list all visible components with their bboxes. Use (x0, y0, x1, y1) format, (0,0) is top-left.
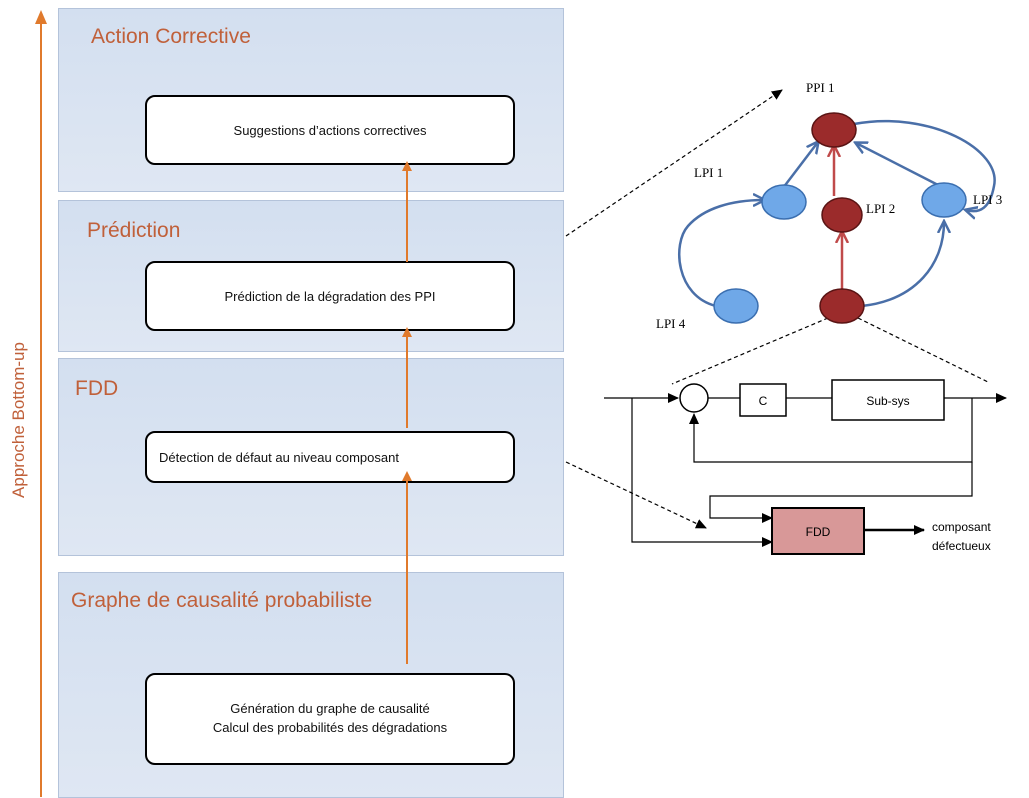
label-lpi3: LPI 3 (973, 192, 1002, 207)
label-lpi4: LPI 4 (656, 316, 686, 331)
subsystem-label: Sub-sys (866, 394, 909, 408)
step-text-graph-2: Calcul des probabilités des dégradations (212, 720, 448, 735)
fdd-output-label-2: défectueux (932, 539, 991, 553)
dashed-zoom-left (671, 317, 829, 385)
node-lpi1 (761, 184, 807, 220)
step-box-graph: Génération du graphe de causalité Calcul… (145, 673, 515, 765)
edge-bottom-lpi3 (861, 222, 944, 308)
node-lpi2 (821, 197, 863, 233)
dashed-link-prediction-ppi (565, 89, 783, 237)
edge-lpi4-lpi1 (678, 200, 764, 308)
layer-title-fdd: FDD (75, 377, 119, 400)
axis-arrowhead-icon (35, 10, 47, 24)
step-text-action: Suggestions d’actions correctives (233, 122, 427, 138)
label-ppi1: PPI 1 (806, 80, 835, 95)
step-box-prediction: Prédiction de la dégradation des PPI (145, 261, 515, 331)
edge-lpi3-ppi1 (856, 143, 941, 188)
fdd-block (771, 507, 865, 555)
step-text-fdd: Détection de défaut au niveau composant (159, 449, 399, 465)
controller-label: C (759, 394, 768, 408)
fdd-output-label-1: composant (932, 520, 991, 534)
label-lpi2: LPI 2 (866, 201, 895, 216)
layer-fdd: FDD Détection de défaut au niveau compos… (58, 358, 564, 556)
layer-title-action: Action Corrective (91, 25, 251, 48)
feedback-path (689, 398, 973, 463)
step-box-action: Suggestions d’actions correctives (145, 95, 515, 165)
controller-block (739, 383, 787, 417)
node-ppi1 (811, 112, 857, 148)
summing-junction (679, 383, 709, 413)
output-to-fdd (709, 462, 973, 523)
node-lpi3 (921, 182, 967, 218)
layer-title-graph: Graphe de causalité probabiliste (71, 589, 373, 612)
node-bottom (819, 288, 865, 324)
dashed-zoom-right (857, 317, 989, 383)
subsystem-block (831, 379, 945, 421)
step-text-prediction: Prédiction de la dégradation des PPI (224, 288, 436, 304)
layer-title-prediction: Prédiction (87, 219, 181, 242)
edge-lpi1-ppi1 (782, 142, 818, 189)
bottom-up-axis (35, 10, 47, 797)
layer-prediction: Prédiction Prédiction de la dégradation … (58, 200, 564, 352)
node-lpi4 (713, 288, 759, 324)
step-box-fdd: Détection de défaut au niveau composant (145, 431, 515, 483)
label-lpi1: LPI 1 (694, 165, 723, 180)
step-text-graph-1: Génération du graphe de causalité (230, 701, 430, 717)
layer-causal-graph: Graphe de causalité probabiliste Générat… (58, 572, 564, 798)
layer-action-corrective: Action Corrective Suggestions d’actions … (58, 8, 564, 192)
edge-ppi1-lpi3-loop (853, 119, 996, 211)
dashed-link-fdd-loop (565, 461, 707, 529)
fdd-block-label: FDD (806, 525, 831, 539)
input-to-fdd (631, 398, 773, 547)
